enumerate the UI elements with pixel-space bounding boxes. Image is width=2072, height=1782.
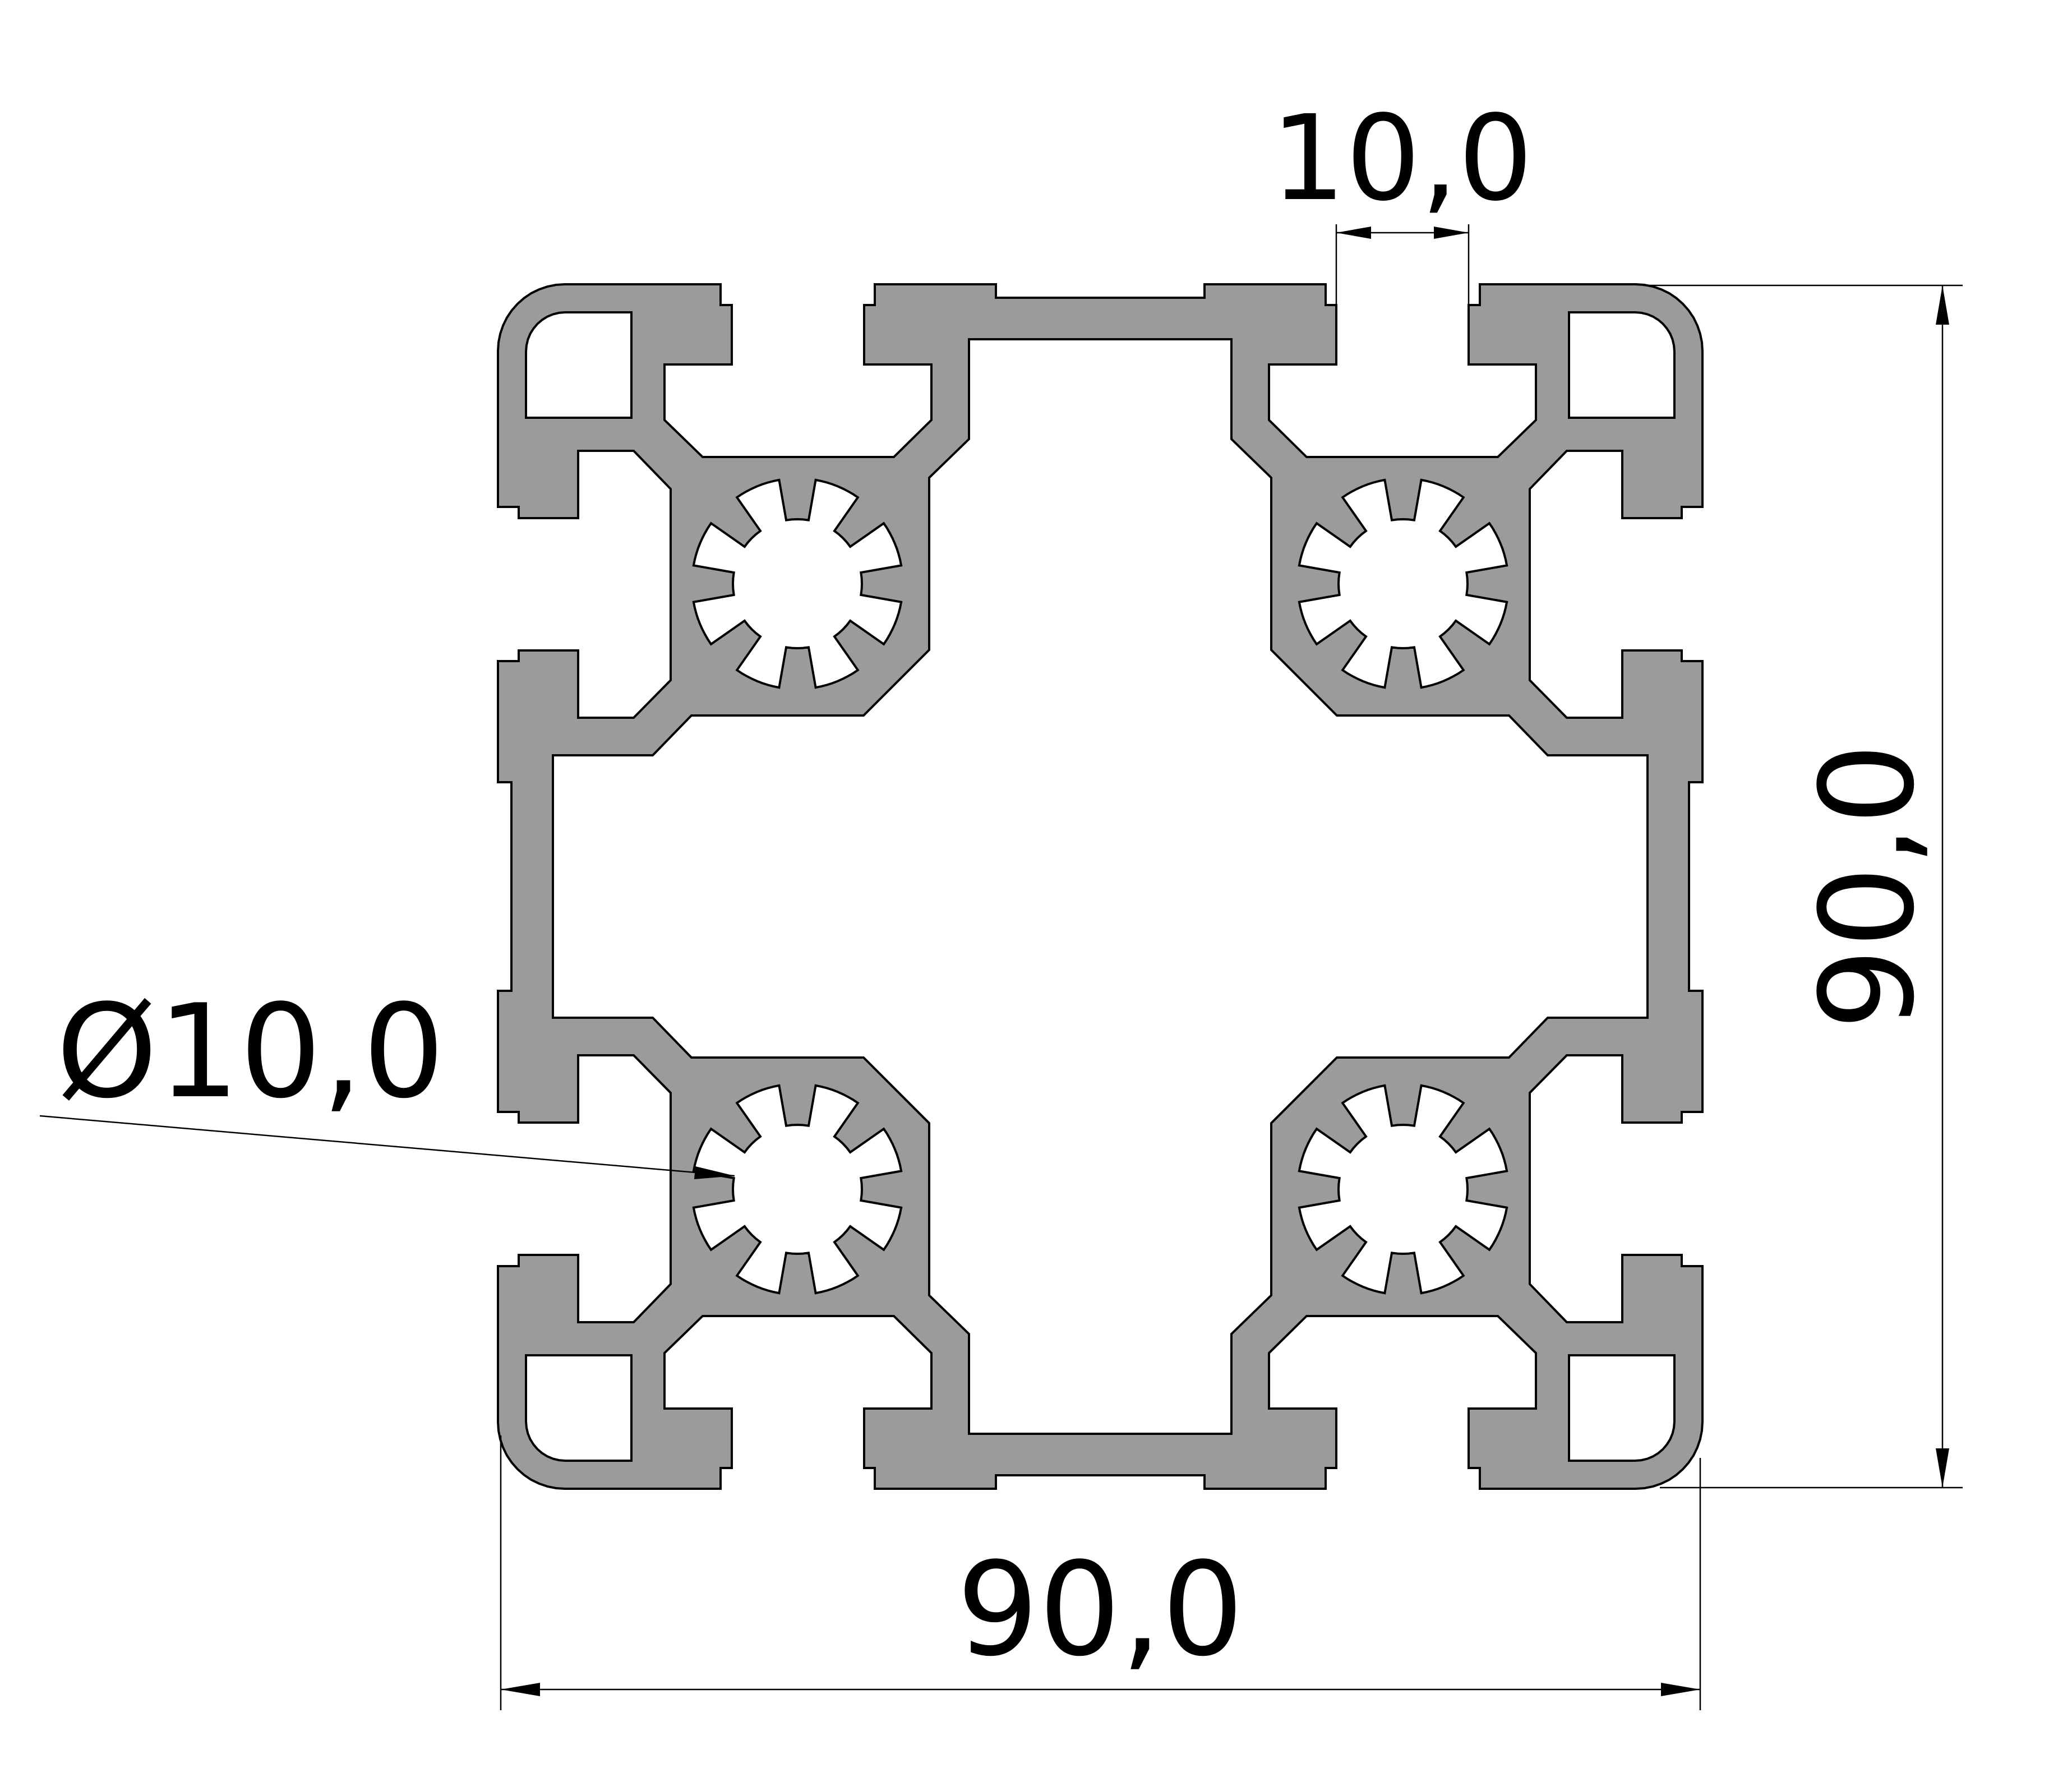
height-label: 90,0 xyxy=(1793,743,1943,1030)
leader-line xyxy=(39,1115,735,1177)
width-label: 90,0 xyxy=(957,1535,1244,1685)
height-dimension: 90,0 xyxy=(1643,284,1963,1489)
bore-diameter-callout: Ø10,0 xyxy=(39,977,735,1179)
slot-width-label: 10,0 xyxy=(1271,90,1533,227)
slot-width-dimension: 10,0 xyxy=(1271,90,1533,314)
arrow-down-icon xyxy=(1936,1448,1949,1488)
arrow-up-icon xyxy=(1936,285,1949,325)
arrow-left-icon xyxy=(1336,227,1371,239)
arrow-left-icon xyxy=(501,1683,540,1696)
arrow-right-icon xyxy=(1434,227,1469,239)
width-dimension: 90,0 xyxy=(500,1435,1701,1710)
arrow-right-icon xyxy=(1661,1683,1700,1696)
arrow-right-icon xyxy=(694,1166,735,1179)
diameter-label: Ø10,0 xyxy=(56,977,445,1127)
profile-cross-section xyxy=(497,283,1704,1490)
